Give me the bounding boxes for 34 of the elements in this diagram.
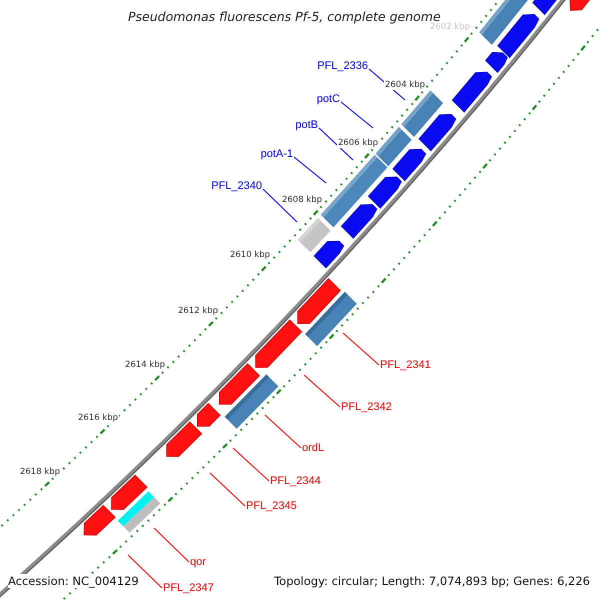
position-label: 2606 kbp (336, 138, 380, 148)
gene-label: ordL (302, 442, 324, 454)
gene-label: PFL_2341 (380, 359, 431, 371)
leader-line (262, 188, 298, 222)
leader-line (294, 156, 326, 184)
position-label: 2610 kbp (228, 250, 272, 260)
footer-text: Accession: NC_004129 (8, 574, 139, 588)
leader-line (304, 374, 340, 408)
leader-line (340, 102, 374, 128)
gene-label: potC (316, 93, 340, 105)
position-label: 2612 kbp (176, 306, 220, 316)
gene-label: PFL_2340 (211, 180, 262, 192)
gene-label: PFL_2347 (163, 582, 214, 594)
footer-text: Topology: circular; Length: 7,074,893 bp; Genes: 6,226 (274, 574, 590, 588)
leader-line (232, 448, 270, 482)
position-label: 2616 kbp (76, 413, 120, 423)
leader-line (128, 554, 162, 588)
leader-line (210, 472, 246, 506)
position-label: 2614 kbp (124, 360, 166, 370)
gene-label: PFL_2342 (341, 401, 392, 413)
gene-label: potA-1 (260, 148, 293, 160)
leader-line (264, 414, 302, 448)
leader-line (318, 128, 354, 160)
gene-label: PFL_2345 (246, 500, 297, 512)
leader-line (342, 332, 380, 366)
title: Pseudomonas fluorescens Pf-5, complete genome (128, 9, 441, 24)
gene-label: PFL_2336 (317, 60, 368, 72)
gene-label: PFL_2344 (270, 475, 321, 487)
gene-label: potB (295, 119, 318, 131)
position-label: 2608 kbp (280, 195, 324, 205)
position-label: 2604 kbp (384, 80, 426, 90)
position-label: 2618 kbp (18, 467, 62, 477)
gene-label: qor (190, 556, 206, 568)
leader-line (154, 528, 190, 562)
